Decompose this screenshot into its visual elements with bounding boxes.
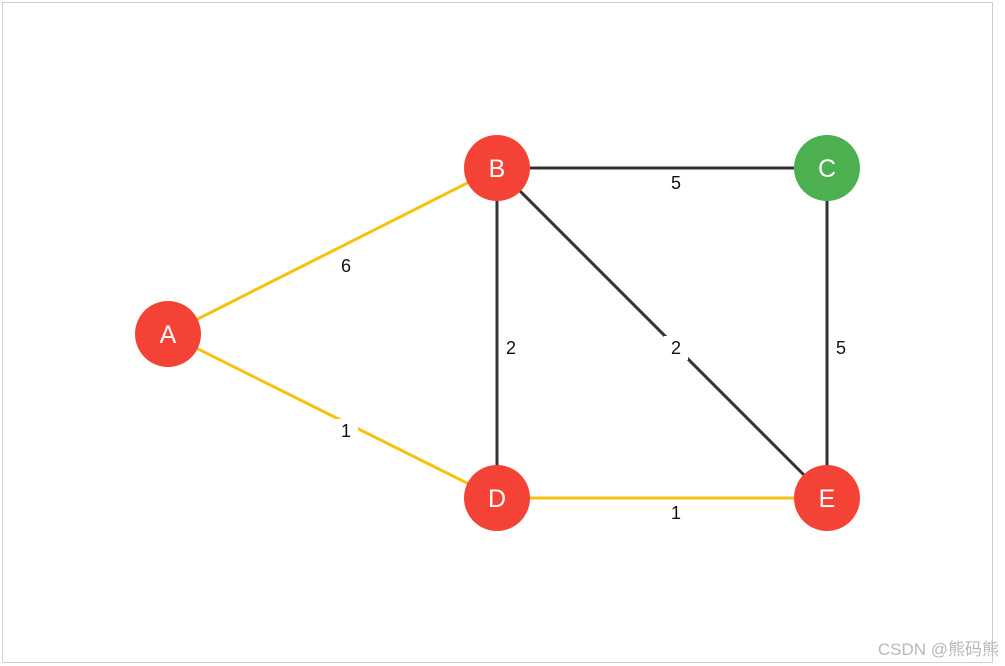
edge-label-background [499, 336, 523, 360]
edges-layer [167, 166, 829, 500]
node-a: A [135, 301, 201, 367]
node-b: B [464, 135, 530, 201]
node-label: A [160, 321, 177, 349]
node-label: E [819, 485, 836, 513]
edge-weight-a-d: 1 [341, 421, 351, 441]
node-label: C [818, 155, 836, 183]
node-c: C [794, 135, 860, 201]
node-circle [464, 465, 530, 531]
edge-labels-layer: 6 1 5 2 2 5 1 [334, 171, 853, 525]
node-circle [794, 465, 860, 531]
node-circle [464, 135, 530, 201]
watermark: CSDN @熊码熊 [877, 640, 999, 659]
edge-weight-b-d: 2 [506, 338, 516, 358]
node-e: E [794, 465, 860, 531]
edge-label-background [334, 419, 358, 443]
edge-weight-a-b: 6 [341, 256, 351, 276]
edge-weight-d-e: 1 [671, 503, 681, 523]
node-circle [794, 135, 860, 201]
edge-label-background [664, 171, 688, 195]
edge-weight-c-e: 5 [836, 338, 846, 358]
edge-b-e [495, 166, 829, 500]
node-d: D [464, 465, 530, 531]
node-label: B [489, 155, 506, 183]
node-circle [135, 301, 201, 367]
edge-a-b [167, 166, 498, 336]
edge-label-background [664, 336, 688, 360]
edge-weight-b-c: 5 [671, 173, 681, 193]
node-label: D [488, 485, 506, 513]
edge-weight-b-e: 2 [671, 338, 681, 358]
edge-a-d [167, 332, 498, 500]
edge-label-background [334, 254, 358, 278]
edge-label-background [664, 501, 688, 525]
nodes-layer: A B C D E [135, 135, 860, 531]
edge-label-background [829, 336, 853, 360]
